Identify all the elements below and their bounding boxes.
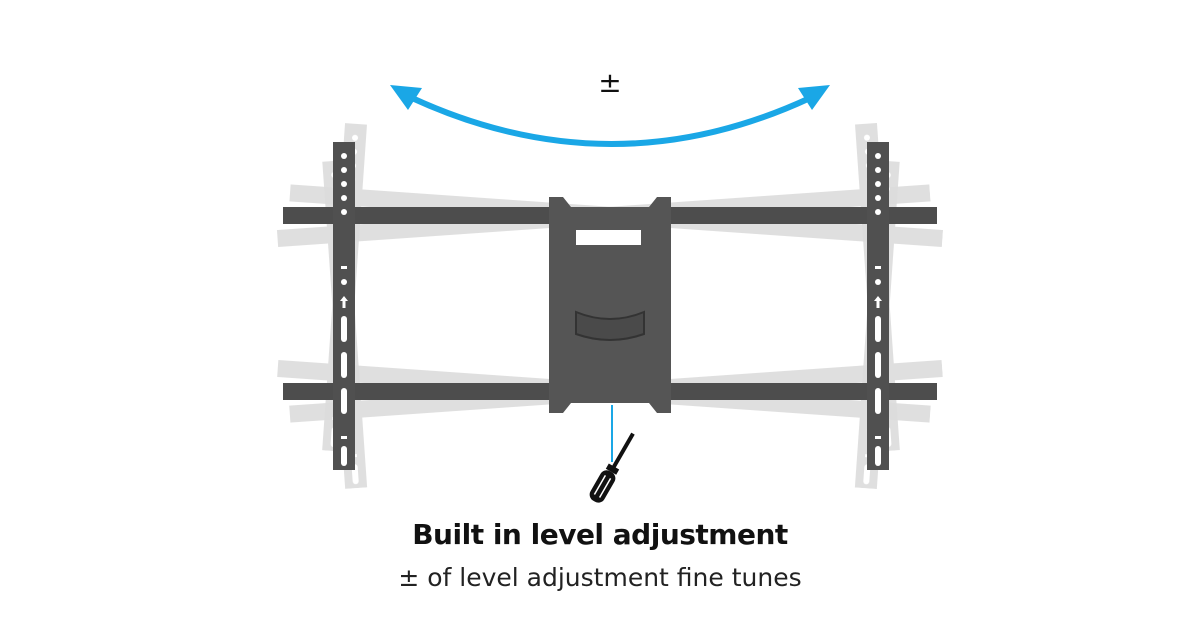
left-rail	[333, 142, 355, 470]
caption-subtitle: ± of level adjustment fine tunes	[398, 563, 802, 592]
center-plate	[549, 197, 671, 413]
plate-handle	[576, 230, 641, 245]
tilt-symbol: ±	[598, 66, 622, 99]
screwdriver-icon	[589, 432, 635, 503]
tv-mount-bracket	[283, 142, 937, 470]
caption-title: Built in level adjustment	[412, 518, 788, 551]
right-rail	[867, 142, 889, 470]
level-adjuster	[575, 310, 645, 341]
double-arrow-arc-icon	[390, 85, 830, 147]
